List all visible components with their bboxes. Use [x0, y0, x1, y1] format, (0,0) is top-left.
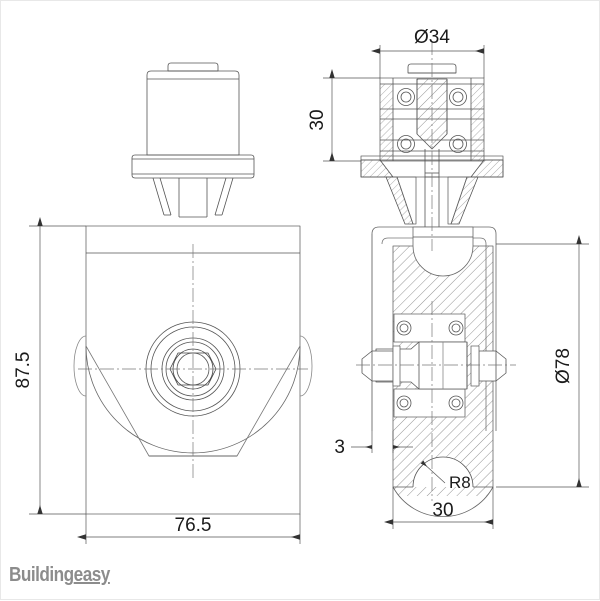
dim-label-r-8: R8 [449, 473, 471, 492]
centre-lines [78, 244, 308, 479]
top-flange-plate [131, 154, 255, 179]
dim-label-h-30: 30 [307, 109, 328, 130]
wheel-top-recess [412, 226, 474, 277]
wheel-side-arcs [73, 335, 313, 397]
axle-bearings [393, 313, 466, 418]
section-legs [385, 176, 479, 225]
hex-nut-right [470, 345, 507, 387]
watermark: Buildingeasy [9, 564, 110, 587]
dimension-lines [29, 45, 589, 544]
dimension-h-87-5 [29, 217, 86, 515]
dimension-w-76-5 [77, 514, 301, 544]
dim-label-dia-78: Ø78 [553, 348, 574, 384]
section-centre-lines [356, 41, 516, 501]
dim-label-w-3: 3 [334, 437, 345, 458]
hex-nut-left [361, 345, 401, 387]
section-view [356, 41, 516, 518]
dimension-dia-34 [371, 45, 485, 78]
dimension-dia-78 [496, 235, 589, 488]
swivel-head-body [146, 70, 240, 156]
watermark-main: Building [9, 564, 74, 586]
dimension-r-8 [420, 460, 446, 484]
front-view [73, 62, 313, 515]
dimension-w-30 [384, 487, 494, 529]
swivel-cap [167, 62, 219, 72]
housing-section-hatch [380, 84, 484, 161]
dim-label-dia-34: Ø34 [414, 27, 450, 48]
ball-bearings-lower [397, 135, 467, 153]
dim-label-w-30: 30 [432, 500, 453, 521]
watermark-underlined: easy [73, 564, 111, 586]
swivel-legs [152, 177, 234, 216]
kingpin-shank [178, 178, 208, 218]
ball-bearings-upper [397, 88, 467, 106]
dimension-h-30 [323, 69, 380, 162]
dimension-texts: Ø34 30 87.5 76.5 Ø78 3 30 R8 [13, 27, 574, 536]
dim-label-h-87-5: 87.5 [13, 352, 34, 389]
wheel-groove-r8 [393, 456, 493, 488]
fork-bracket [371, 226, 497, 431]
dimension-w-3 [351, 431, 413, 453]
dim-label-w-76-5: 76.5 [175, 515, 212, 536]
